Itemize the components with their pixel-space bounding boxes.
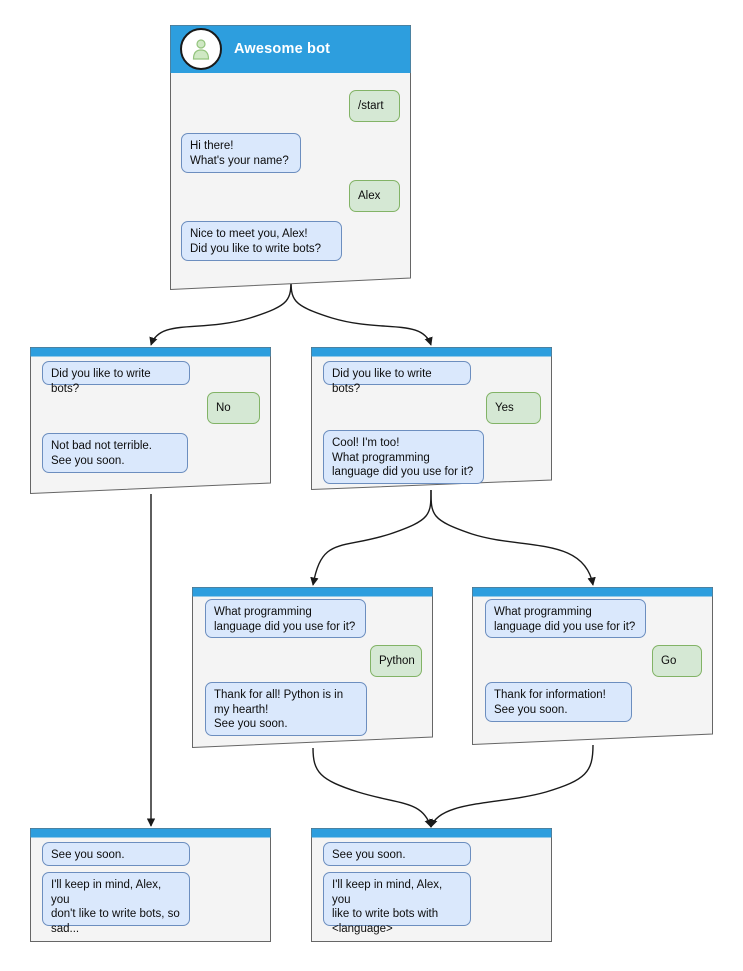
message-bubble-user[interactable]: Go: [652, 645, 702, 677]
message-bubble-bot[interactable]: I'll keep in mind, Alex, you don't like …: [42, 872, 190, 935]
message-bubble-bot[interactable]: See you soon.: [42, 842, 190, 866]
connector-python-to-end-happy: [312, 747, 433, 828]
python-branch-window[interactable]: What programming language did you use fo…: [192, 587, 433, 748]
message-bubble-bot[interactable]: Thank for all! Python is in my hearth! S…: [205, 682, 367, 736]
end-sad-window[interactable]: See you soon. I'll keep in mind, Alex, y…: [30, 828, 271, 942]
message-bubble-bot[interactable]: Hi there! What's your name?: [181, 133, 301, 173]
yes-branch-window[interactable]: Did you like to write bots? Yes Cool! I'…: [311, 347, 552, 490]
root-chat-window[interactable]: Awesome bot /start Hi there! What's your…: [170, 25, 411, 290]
connector-go-to-end-happy: [429, 744, 594, 828]
message-bubble-user[interactable]: Alex: [349, 180, 400, 212]
end-happy-window[interactable]: See you soon. I'll keep in mind, Alex, y…: [311, 828, 552, 942]
message-bubble-bot[interactable]: See you soon.: [323, 842, 471, 866]
message-bubble-bot[interactable]: I'll keep in mind, Alex, you like to wri…: [323, 872, 471, 935]
message-list: What programming language did you use fo…: [472, 587, 713, 745]
message-bubble-user[interactable]: No: [207, 392, 260, 424]
message-bubble-bot[interactable]: Thank for information! See you soon.: [485, 682, 632, 722]
message-list: See you soon. I'll keep in mind, Alex, y…: [30, 828, 271, 942]
connector-yes-to-go: [430, 489, 596, 586]
message-bubble-user[interactable]: Python: [370, 645, 422, 677]
message-bubble-bot[interactable]: Not bad not terrible. See you soon.: [42, 433, 188, 473]
message-bubble-user[interactable]: Yes: [486, 392, 541, 424]
message-list: See you soon. I'll keep in mind, Alex, y…: [311, 828, 552, 942]
bot-title: Awesome bot: [234, 41, 331, 57]
message-bubble-bot[interactable]: Did you like to write bots?: [323, 361, 471, 395]
message-list: Did you like to write bots? Yes Cool! I'…: [311, 347, 552, 490]
message-bubble-user[interactable]: /start: [349, 90, 400, 122]
message-bubble-bot[interactable]: Nice to meet you, Alex! Did you like to …: [181, 221, 342, 261]
message-bubble-bot[interactable]: Cool! I'm too! What programming language…: [323, 430, 484, 484]
message-bubble-bot[interactable]: What programming language did you use fo…: [205, 599, 366, 638]
chat-header: Awesome bot: [170, 25, 411, 73]
message-bubble-bot[interactable]: What programming language did you use fo…: [485, 599, 646, 638]
message-list: Did you like to write bots? No Not bad n…: [30, 347, 271, 494]
message-list: What programming language did you use fo…: [192, 587, 433, 748]
message-bubble-bot[interactable]: Did you like to write bots?: [42, 361, 190, 395]
message-list: /start Hi there! What's your name? Alex …: [170, 25, 411, 290]
go-branch-window[interactable]: What programming language did you use fo…: [472, 587, 713, 745]
no-branch-window[interactable]: Did you like to write bots? No Not bad n…: [30, 347, 271, 494]
person-avatar-icon: [180, 28, 222, 70]
connector-yes-to-python: [310, 489, 432, 586]
